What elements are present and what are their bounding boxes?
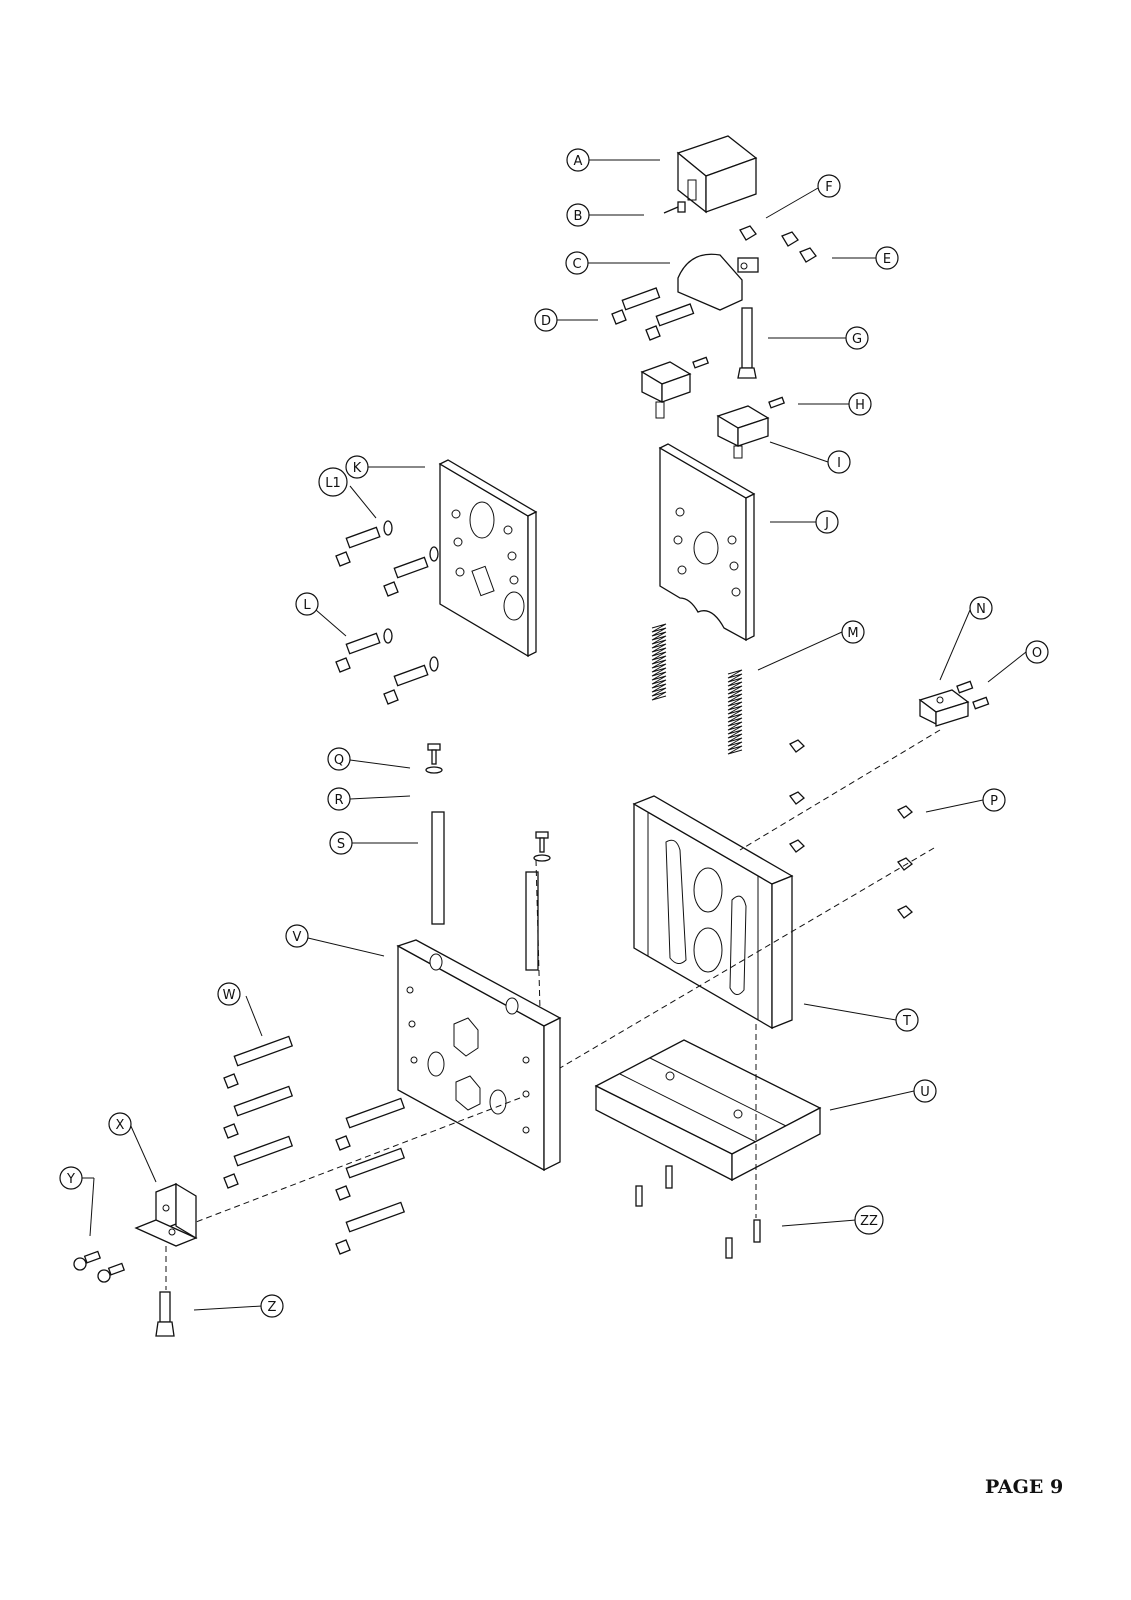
callout-c: C [565,251,589,275]
callout-u-label: U [920,1085,930,1100]
part-l-bolts [335,526,429,705]
part-a-cap-block [676,135,758,214]
page-number: PAGE 9 [985,1476,1064,1498]
part-v-main-plate [396,939,562,1172]
callout-a-label: A [574,154,583,169]
callout-k-label: K [353,461,362,476]
part-l1-washers [383,520,439,672]
callout-k: K [345,455,369,479]
callout-l: L [295,592,319,616]
callout-labels: A B C D E F G H I J K L1 L M N O P Q R S… [59,148,1049,1318]
part-s-strips [431,811,539,971]
callout-x-label: X [116,1118,125,1133]
callout-j: J [815,510,839,534]
part-zz-screws [635,1165,761,1259]
part-w-long-bolts [223,1035,406,1255]
callout-zz: ZZ [854,1205,884,1235]
callout-f: F [817,174,841,198]
callout-l1-label: L1 [325,476,341,491]
callout-zz-label: ZZ [860,1214,878,1229]
callout-p: P [982,788,1006,812]
leader-lines [72,159,1027,1311]
part-j-plate [658,443,756,642]
callout-q-label: Q [334,753,344,768]
callout-d-label: D [541,314,551,329]
callout-c-label: C [572,257,581,272]
callout-q: Q [327,747,351,771]
callout-z: Z [260,1294,284,1318]
callout-g: G [845,326,869,350]
callout-w-label: W [223,988,236,1003]
part-i-jaw-block-left [640,356,710,419]
callout-t-label: T [902,1014,911,1029]
alignment-lines [165,729,941,1290]
callout-o-label: O [1032,646,1042,661]
callout-v-label: V [293,930,302,945]
callout-n-label: N [976,602,986,617]
callout-r: R [327,787,351,811]
callout-b-label: B [574,209,583,224]
part-u-base [594,1039,822,1182]
part-p-nuts [897,805,913,919]
callout-v: V [285,924,309,948]
callout-i: I [827,450,851,474]
callout-s-label: S [337,837,345,852]
part-q-screw [427,743,549,853]
part-f-nut [739,225,757,241]
callout-w: W [217,982,241,1006]
callout-l1: L1 [318,467,348,497]
hex-nuts-column [789,739,805,853]
callout-d: D [534,308,558,332]
callout-y: Y [59,1166,83,1190]
callout-h-label: H [855,398,865,413]
part-n-bracket [918,689,970,727]
callout-u: U [913,1079,937,1103]
callout-b: B [566,203,590,227]
callout-o: O [1025,640,1049,664]
callout-z-label: Z [268,1300,277,1315]
part-c-pivot-block [677,253,759,311]
callout-e: E [875,246,899,270]
callout-y-label: Y [66,1172,75,1187]
part-d-cap-screws [611,287,695,341]
part-g-vertical-screw [737,307,757,379]
part-m-springs [651,623,743,755]
callout-n: N [969,596,993,620]
callout-l-label: L [303,598,311,613]
part-k-plate [438,459,538,658]
callout-s: S [329,831,353,855]
callout-m: M [841,620,865,644]
callout-e-label: E [883,252,891,267]
part-i-jaw-block-right [716,396,786,459]
callout-g-label: G [852,332,862,347]
callout-t: T [895,1008,919,1032]
part-t-slotted-plate [632,795,794,1030]
part-x-angle-bracket [134,1182,198,1247]
part-r-washer [425,766,551,862]
callout-m-label: M [847,626,858,641]
callout-f-label: F [825,180,832,195]
callout-h: H [848,392,872,416]
callout-r-label: R [334,793,343,808]
callout-a: A [566,148,590,172]
part-e-nuts [781,231,817,263]
callout-x: X [108,1112,132,1136]
callout-i-label: I [837,456,841,471]
part-b-set-screw [663,201,686,214]
part-o-screws [956,680,990,710]
callout-j-label: J [824,516,829,531]
part-y-screws [73,1250,126,1283]
part-z-bolt [155,1291,175,1337]
callout-p-label: P [990,794,998,809]
